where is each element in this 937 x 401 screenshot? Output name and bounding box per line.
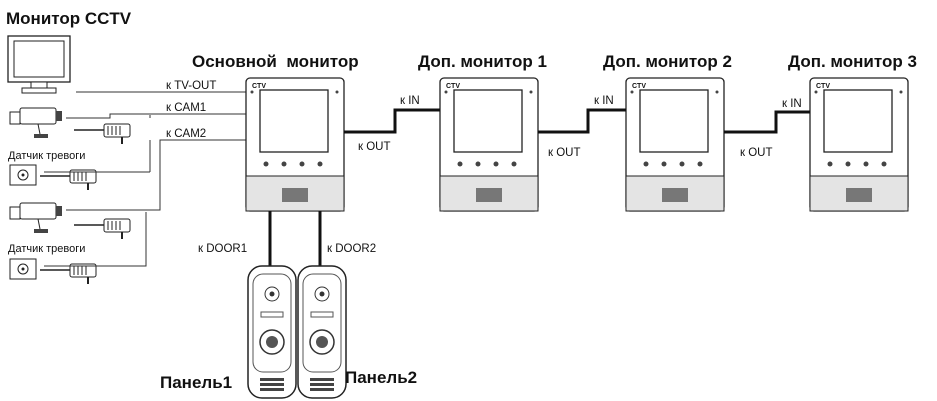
- main-out-label: к OUT: [358, 141, 391, 153]
- extra-monitor-2-brand: CTV: [632, 83, 646, 90]
- cam2-label: к CAM2: [166, 128, 206, 140]
- door2-label: к DOOR2: [327, 243, 376, 255]
- door-panel-2: [297, 265, 347, 399]
- cable-m1-to-m2: [538, 108, 626, 134]
- cable-m2-to-m3: [724, 110, 810, 134]
- extra-monitor-1-brand: CTV: [446, 83, 460, 90]
- main-monitor: CTV: [245, 77, 345, 212]
- extra-monitor-2-title: Доп. монитор 2: [603, 52, 732, 71]
- main-monitor-brand: CTV: [252, 83, 266, 90]
- cable-main-to-m1: [344, 108, 440, 134]
- m1-out-label: к OUT: [548, 147, 581, 159]
- m2-in-label: к IN: [594, 95, 614, 107]
- door-panel-1: [247, 265, 297, 399]
- extra-monitor-1: CTV: [439, 77, 539, 212]
- extra-monitor-3: CTV: [809, 77, 909, 212]
- camera-1-icon: [9, 107, 63, 139]
- power-plug-1-icon: [73, 123, 131, 145]
- cctv-monitor: [7, 35, 71, 94]
- cctv-monitor-title: Монитор CCTV: [6, 9, 132, 28]
- power-plug-3-icon: [73, 218, 131, 240]
- power-plug-4-icon: [39, 263, 97, 285]
- alarm-sensor-2-icon: [9, 258, 37, 280]
- left-wiring: [44, 91, 246, 267]
- extra-monitor-1-title: Доп. монитор 1: [418, 52, 547, 71]
- extra-monitor-3-title: Доп. монитор 3: [788, 52, 917, 71]
- alarm-sensor-1-label: Датчик тревоги: [8, 150, 85, 162]
- panel-2-label: Панель2: [345, 368, 417, 387]
- extra-monitor-2: CTV: [625, 77, 725, 212]
- m1-in-label: к IN: [400, 95, 420, 107]
- cam1-label: к CAM1: [166, 102, 206, 114]
- door1-label: к DOOR1: [198, 243, 247, 255]
- tv-out-label: к TV-OUT: [166, 80, 216, 92]
- alarm-sensor-1-icon: [9, 164, 37, 186]
- camera-2-icon: [9, 202, 63, 234]
- m2-out-label: к OUT: [740, 147, 773, 159]
- extra-monitor-3-brand: CTV: [816, 83, 830, 90]
- main-monitor-title: Основной монитор: [192, 52, 359, 71]
- alarm-sensor-2-label: Датчик тревоги: [8, 243, 85, 255]
- power-plug-2-icon: [39, 169, 97, 191]
- panel-1-label: Панель1: [160, 373, 232, 392]
- m3-in-label: к IN: [782, 98, 802, 110]
